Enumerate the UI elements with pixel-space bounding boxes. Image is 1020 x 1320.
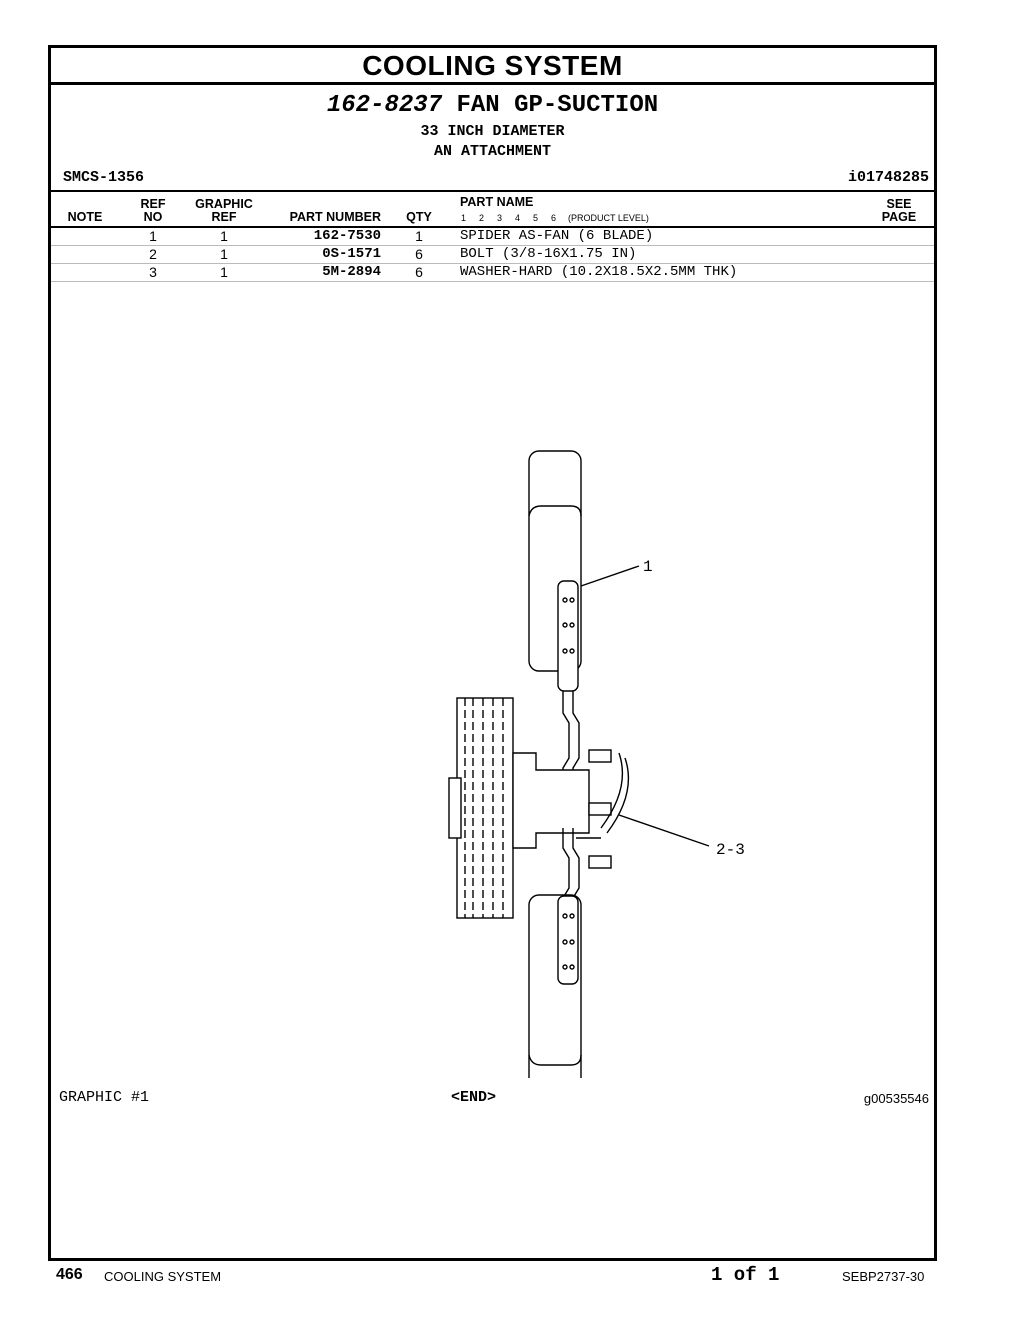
product-level-label: (PRODUCT LEVEL) [568, 213, 649, 223]
row-divider [51, 281, 934, 282]
rivet [562, 597, 568, 603]
ref-no-cell: 2 [149, 246, 157, 262]
end-marker: <END> [451, 1089, 497, 1106]
qty-cell: 1 [415, 228, 423, 244]
part-number-cell: 5M-2894 [322, 264, 381, 280]
row-divider [51, 245, 934, 246]
group-description-line-1: 33 INCH DIAMETER [420, 123, 565, 140]
col-header-ref-no-1: REF [140, 197, 166, 211]
col-header-see-page-1: SEE [886, 197, 912, 211]
parts-page-frame: COOLING SYSTEM 162-8237 FAN GP-SUCTION 3… [48, 45, 937, 1261]
upper-blade-edge [528, 505, 582, 517]
rivet [562, 622, 568, 628]
col-header-note: NOTE [67, 210, 103, 224]
product-level-5: 5 [533, 213, 539, 223]
washer-curve [606, 757, 630, 834]
product-level-2: 2 [479, 213, 485, 223]
part-name-cell: SPIDER AS-FAN (6 BLADE) [460, 228, 654, 244]
rivet [569, 964, 575, 970]
part-name-cell: BOLT (3/8-16X1.75 IN) [460, 246, 637, 262]
product-level-3: 3 [497, 213, 503, 223]
rivet [569, 913, 575, 919]
col-header-part-number: PART NUMBER [289, 210, 381, 224]
callout-1: 1 [643, 558, 653, 576]
rivet [569, 622, 575, 628]
group-title: 162-8237 FAN GP-SUCTION [51, 92, 934, 119]
bolt-upper [588, 749, 612, 763]
part-name-cell: WASHER-HARD (10.2X18.5X2.5MM THK) [460, 264, 738, 280]
hub-body [512, 752, 590, 849]
rivet [562, 648, 568, 654]
graphic-ref-cell: 1 [220, 264, 228, 280]
pulley-hub-left [448, 777, 462, 839]
bolt-lower [588, 855, 612, 869]
upper-spider-arm [557, 580, 579, 692]
page-count: 1 of 1 [711, 1264, 780, 1286]
washer-curve [600, 752, 624, 829]
col-header-qty: QTY [406, 210, 432, 224]
group-description-line-2: AN ATTACHMENT [433, 143, 552, 160]
document-identifier: i01748285 [847, 169, 929, 186]
row-divider [51, 263, 934, 264]
rivet [562, 964, 568, 970]
bolt-middle [588, 802, 612, 816]
col-header-part-name: PART NAME [460, 195, 534, 209]
smcs-code: SMCS-1356 [63, 169, 145, 186]
product-level-6: 6 [551, 213, 557, 223]
group-number: 162-8237 [326, 92, 443, 119]
footer-section: COOLING SYSTEM [104, 1269, 222, 1284]
leader-line-1 [580, 565, 640, 587]
fan-assembly-illustration: 1 2-3 [448, 450, 745, 1078]
graphic-ref-cell: 1 [220, 228, 228, 244]
part-number-cell: 0S-1571 [322, 246, 381, 262]
col-header-ref-no-2: NO [143, 210, 163, 224]
graphic-ref-cell: 1 [220, 246, 228, 262]
header-rule-top [51, 190, 934, 192]
rivet [569, 939, 575, 945]
col-header-graphic-ref-1: GRAPHIC [195, 197, 253, 211]
page-number: 466 [56, 1266, 83, 1283]
product-level-4: 4 [515, 213, 521, 223]
lower-spider-arm [557, 895, 579, 985]
ref-no-cell: 3 [149, 264, 157, 280]
group-name: FAN GP-SUCTION [456, 92, 659, 119]
product-level-1: 1 [461, 213, 467, 223]
qty-cell: 6 [415, 246, 423, 262]
callout-2-3: 2-3 [716, 841, 745, 859]
graphic-id: g00535546 [863, 1091, 929, 1106]
section-title: COOLING SYSTEM [51, 48, 934, 85]
qty-cell: 6 [415, 264, 423, 280]
graphic-label: GRAPHIC #1 [59, 1089, 150, 1106]
document-id: SEBP2737-30 [842, 1269, 925, 1284]
col-header-graphic-ref-2: REF [211, 210, 237, 224]
part-number-cell: 162-7530 [313, 228, 381, 244]
ref-no-cell: 1 [149, 228, 157, 244]
rivet [569, 648, 575, 654]
lower-blade-edge [528, 1054, 582, 1066]
rivet [562, 939, 568, 945]
leader-line-2-3 [618, 814, 710, 847]
header-rule-bottom [51, 226, 934, 228]
rivet [569, 597, 575, 603]
rivet [562, 913, 568, 919]
col-header-see-page-2: PAGE [881, 210, 917, 224]
